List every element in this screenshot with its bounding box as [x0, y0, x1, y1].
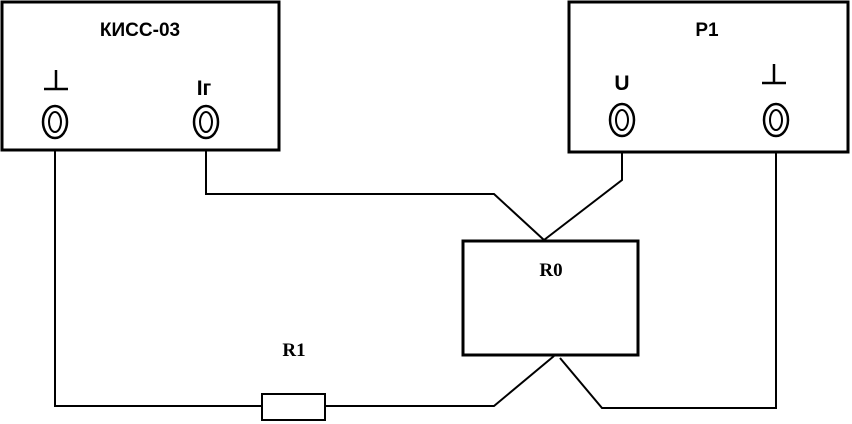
p1-terminal-u-label: U [614, 72, 629, 95]
wire-kiss-ground-to-r1 [54, 140, 262, 407]
device-p1: P1 U [567, 0, 850, 154]
p1-u-terminal [608, 102, 636, 138]
component-r0-box [461, 239, 640, 357]
wire-r1-to-r0 [325, 355, 555, 407]
component-r0-label: R0 [539, 260, 562, 281]
device-kiss03: КИСС-03 Iг [0, 0, 281, 152]
wires [54, 140, 777, 409]
component-r1-label: R1 [282, 340, 305, 361]
ground-icon [762, 64, 786, 85]
resistor-icon [261, 393, 326, 421]
component-r0: R0 [461, 239, 640, 357]
kiss-ground-terminal [41, 104, 69, 140]
wire-r0-to-p1-ground [559, 140, 777, 409]
ground-icon [44, 70, 68, 91]
device-p1-box [567, 0, 850, 154]
kiss-ir-terminal [192, 104, 220, 140]
device-kiss03-title: КИСС-03 [100, 20, 180, 41]
component-r1: R1 [261, 340, 326, 421]
kiss-terminal-ir-label: Iг [197, 77, 212, 100]
wire-p1-u-to-r0 [543, 140, 623, 241]
device-p1-title: P1 [695, 20, 719, 41]
wire-kiss-ir-to-r0 [205, 140, 545, 241]
p1-ground-terminal [762, 102, 790, 138]
